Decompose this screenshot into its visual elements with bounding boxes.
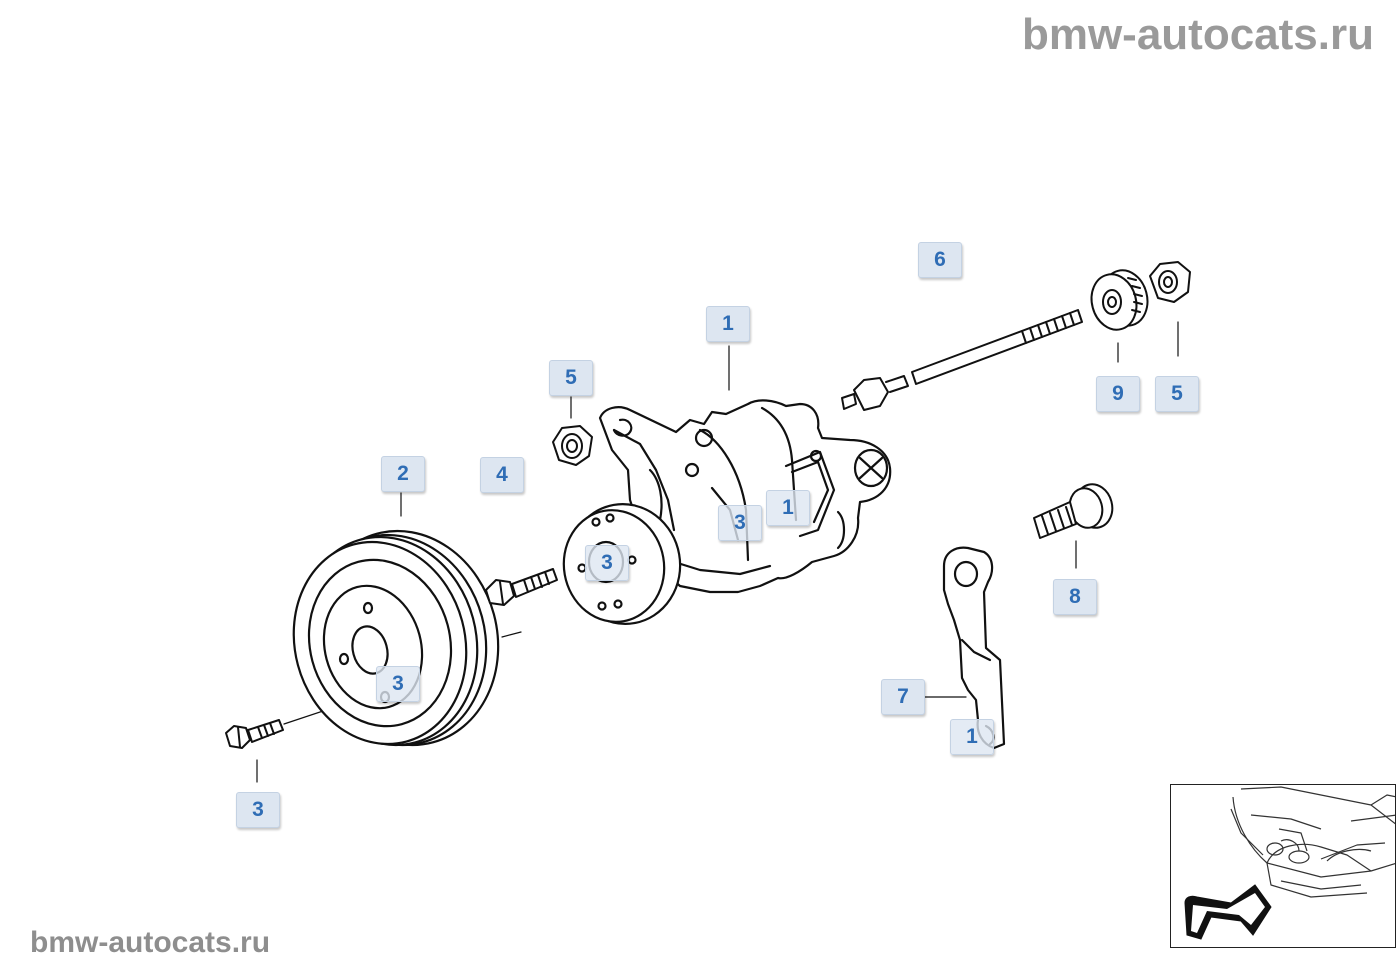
callout-5-right[interactable]: 5 [1155,376,1199,412]
bushing-washer [1090,269,1149,331]
callout-4[interactable]: 4 [480,457,524,493]
callout-3-pulley[interactable]: 3 [376,666,420,702]
watermark-top: bmw-autocats.ru [1021,10,1374,59]
callout-3-flange[interactable]: 3 [585,545,629,581]
threaded-stud [841,309,1083,411]
callout-6[interactable]: 6 [918,242,962,278]
hex-nut-right [1149,261,1191,303]
location-inset [1170,784,1396,948]
hex-nut-left [552,425,593,466]
watermark-bottom: bmw-autocats.ru [30,926,271,959]
callout-3-bolt[interactable]: 3 [236,792,280,828]
callout-7[interactable]: 7 [881,679,925,715]
pulley-bolt [225,719,284,749]
mounting-bolt [485,568,558,606]
callout-9[interactable]: 9 [1096,376,1140,412]
callout-8[interactable]: 8 [1053,579,1097,615]
callout-1-body[interactable]: 1 [766,490,810,526]
callout-1-bracket[interactable]: 1 [950,719,994,755]
support-bracket [942,546,1006,750]
flange-bolt [1033,483,1114,539]
callout-1-pump[interactable]: 1 [706,306,750,342]
callout-3-body[interactable]: 3 [718,505,762,541]
callout-2[interactable]: 2 [381,456,425,492]
callout-5-left[interactable]: 5 [549,360,593,396]
belt-pulley [292,529,500,747]
car-front-location-icon [1184,786,1395,940]
